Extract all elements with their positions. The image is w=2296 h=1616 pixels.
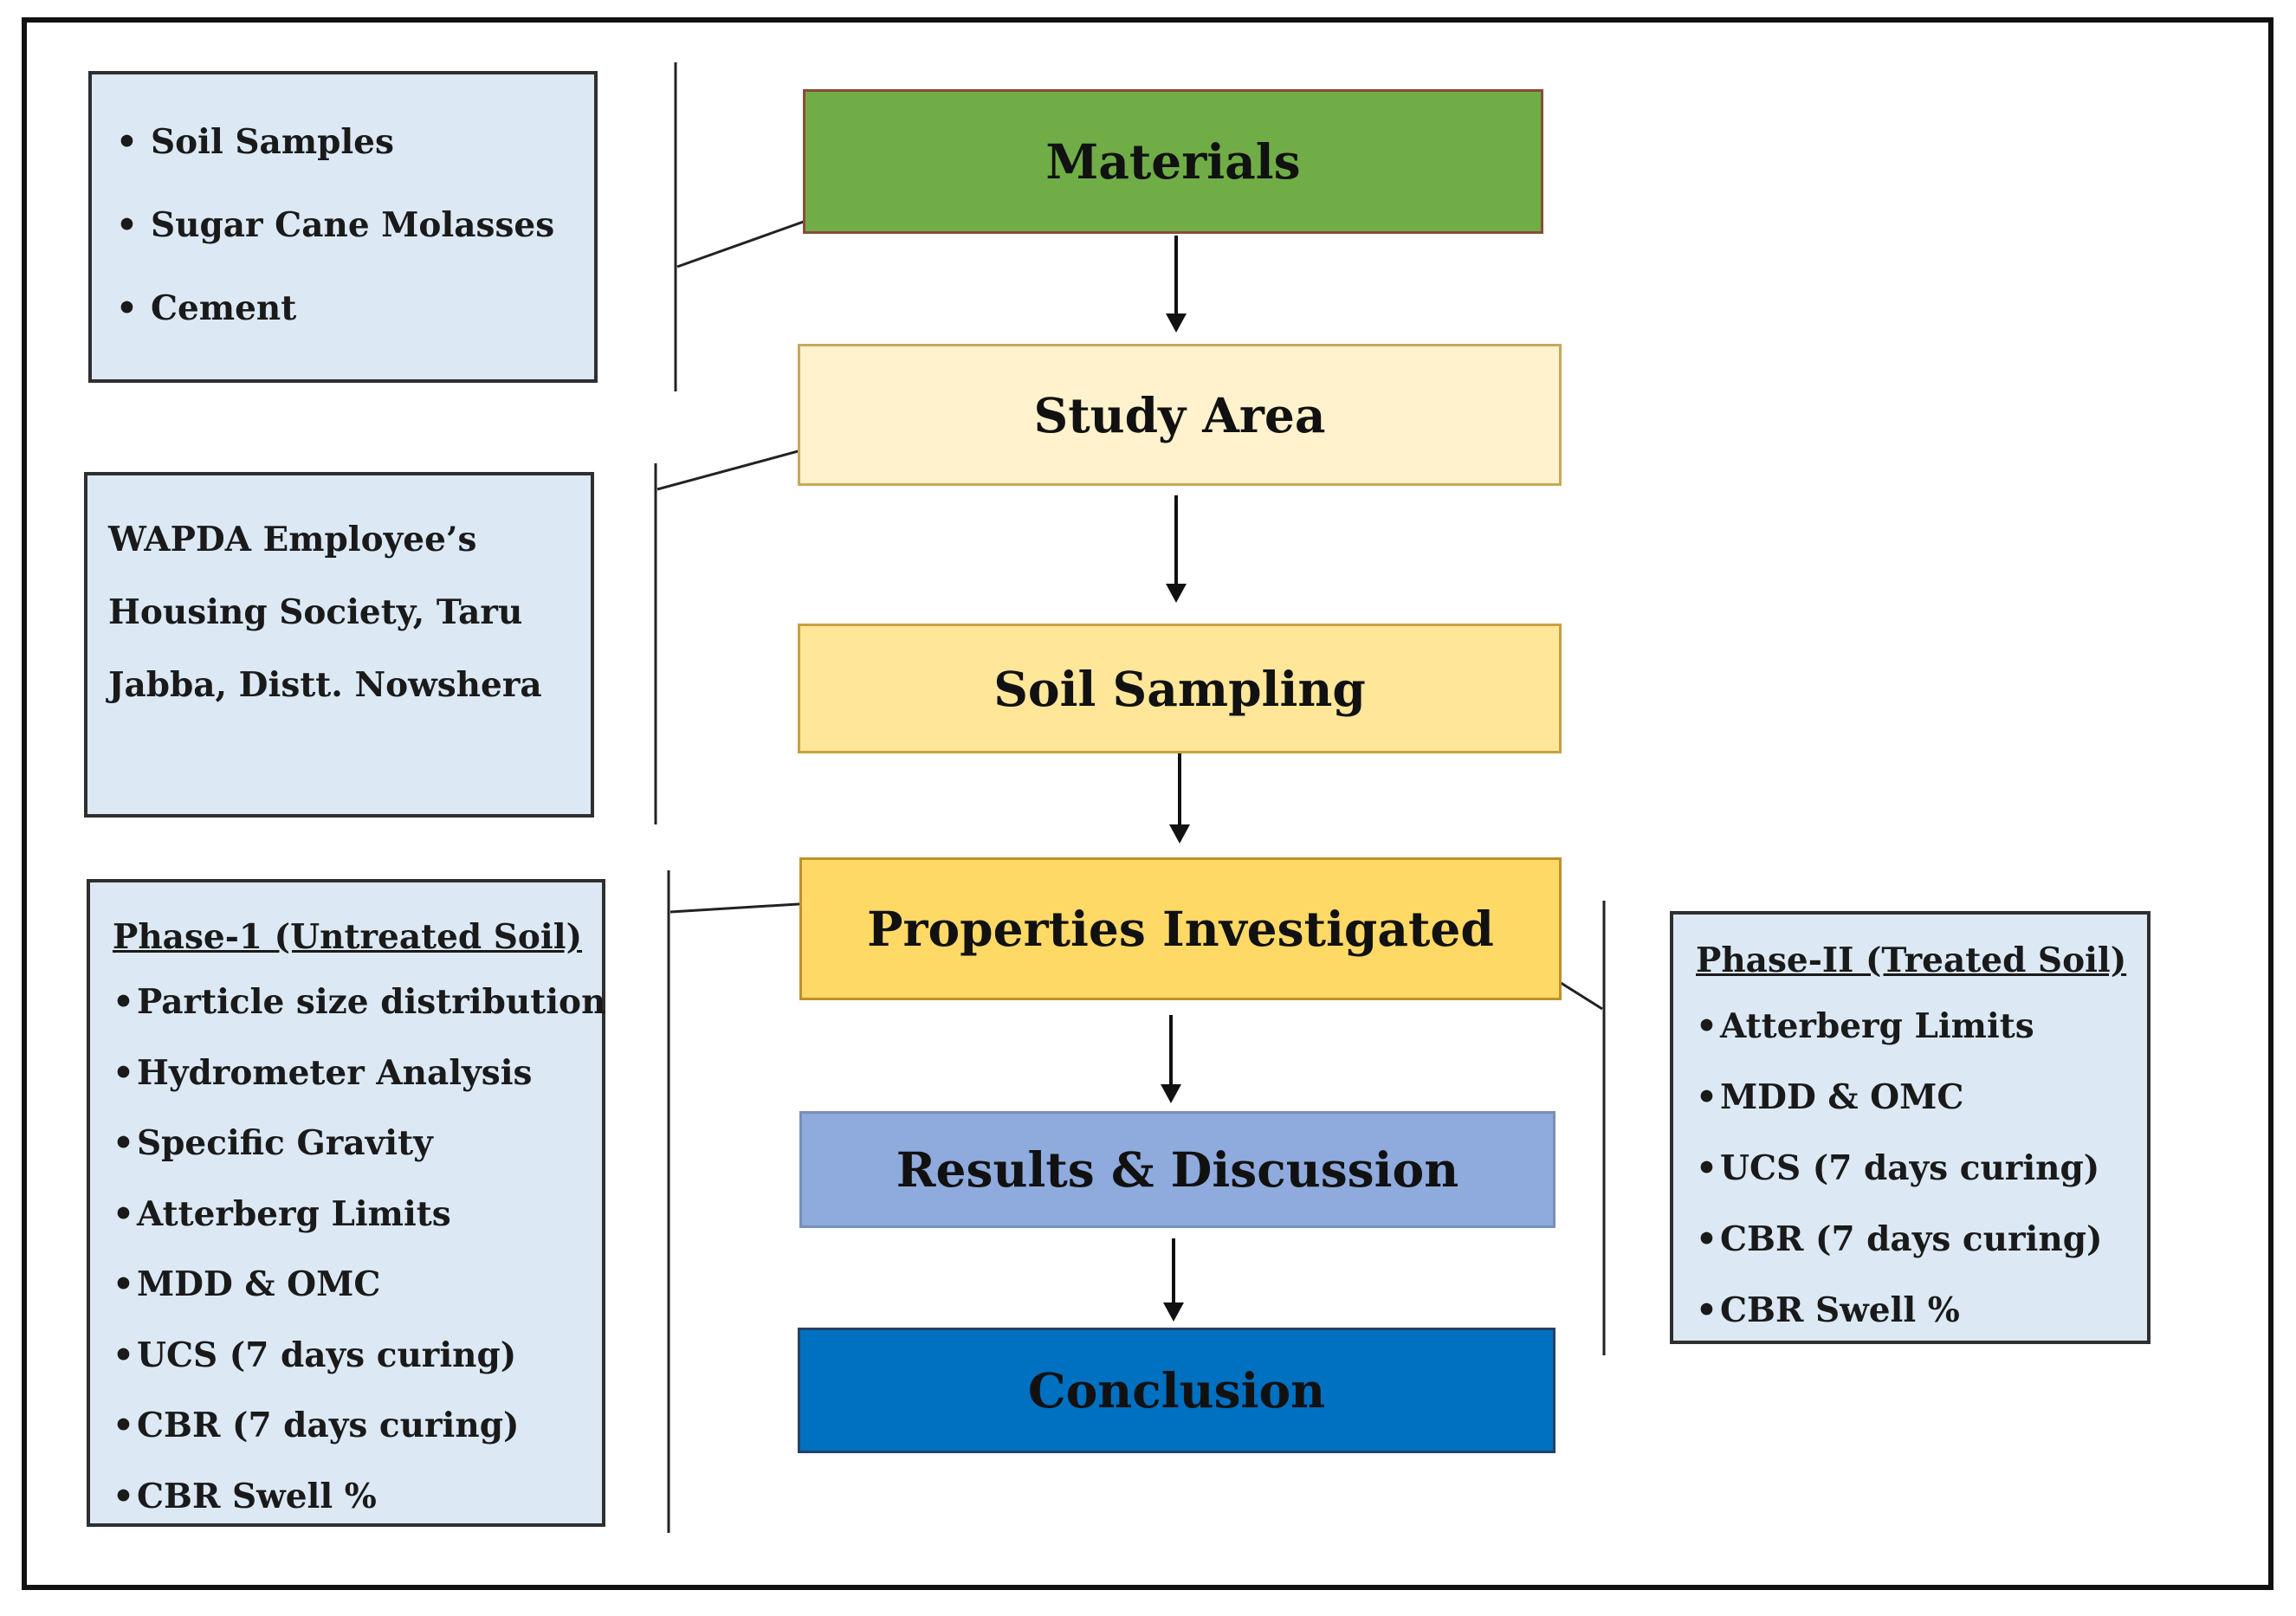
- study-area-line: WAPDA Employee’s: [108, 520, 477, 559]
- list-item: Specific Gravity: [113, 1109, 602, 1180]
- arrowhead-2: [1166, 584, 1187, 603]
- arrowhead-1: [1166, 314, 1187, 333]
- step-results-label: Results & Discussion: [896, 1141, 1459, 1198]
- study-area-box: WAPDA Employee’s Housing Society, Taru J…: [84, 472, 594, 818]
- step-results-discussion: Results & Discussion: [799, 1111, 1555, 1228]
- phase2-title: Phase-II (Treated Soil): [1696, 941, 2127, 980]
- arrowhead-3: [1169, 824, 1190, 844]
- step-materials: Materials: [803, 89, 1543, 234]
- step-properties-label: Properties Investigated: [867, 901, 1494, 957]
- step-study-area-label: Study Area: [1033, 386, 1326, 443]
- list-item: UCS (7 days curing): [113, 1321, 602, 1392]
- study-area-line: Housing Society, Taru: [108, 592, 523, 632]
- step-soil-sampling-label: Soil Sampling: [993, 660, 1366, 717]
- list-item: UCS (7 days curing): [1696, 1133, 2147, 1204]
- step-conclusion-label: Conclusion: [1027, 1362, 1326, 1419]
- step-study-area: Study Area: [798, 344, 1562, 486]
- phase2-box: Phase-II (Treated Soil) Atterberg Limits…: [1670, 911, 2150, 1346]
- list-item: CBR (7 days curing): [113, 1391, 602, 1462]
- list-item: Atterberg Limits: [113, 1180, 602, 1251]
- list-item: Particle size distribution: [113, 967, 605, 1038]
- list-item: Cement: [116, 267, 594, 350]
- list-item: Hydrometer Analysis: [113, 1038, 602, 1109]
- list-item: Soil Samples: [116, 100, 594, 184]
- arrowhead-4: [1161, 1084, 1181, 1103]
- diagram-frame: [22, 17, 2273, 1590]
- step-properties-investigated: Properties Investigated: [799, 857, 1562, 1000]
- step-materials-label: Materials: [1045, 133, 1301, 190]
- arrowhead-5: [1163, 1302, 1184, 1322]
- list-item: CBR Swell %: [113, 1462, 602, 1533]
- materials-list-box: Soil Samples Sugar Cane Molasses Cement: [88, 71, 598, 383]
- study-area-line: Jabba, Distt. Nowshera: [108, 665, 542, 705]
- list-item: MDD & OMC: [113, 1250, 602, 1321]
- step-conclusion: Conclusion: [798, 1328, 1555, 1453]
- list-item: MDD & OMC: [1696, 1062, 2147, 1133]
- list-item: CBR Swell %: [1696, 1275, 2147, 1346]
- list-item: Sugar Cane Molasses: [116, 184, 594, 267]
- list-item: Atterberg Limits: [1696, 991, 2147, 1062]
- list-item: CBR (7 days curing): [1696, 1204, 2147, 1275]
- step-soil-sampling: Soil Sampling: [798, 624, 1562, 753]
- phase1-title: Phase-1 (Untreated Soil): [113, 917, 583, 957]
- phase1-box: Phase-1 (Untreated Soil) Particle size d…: [87, 879, 605, 1532]
